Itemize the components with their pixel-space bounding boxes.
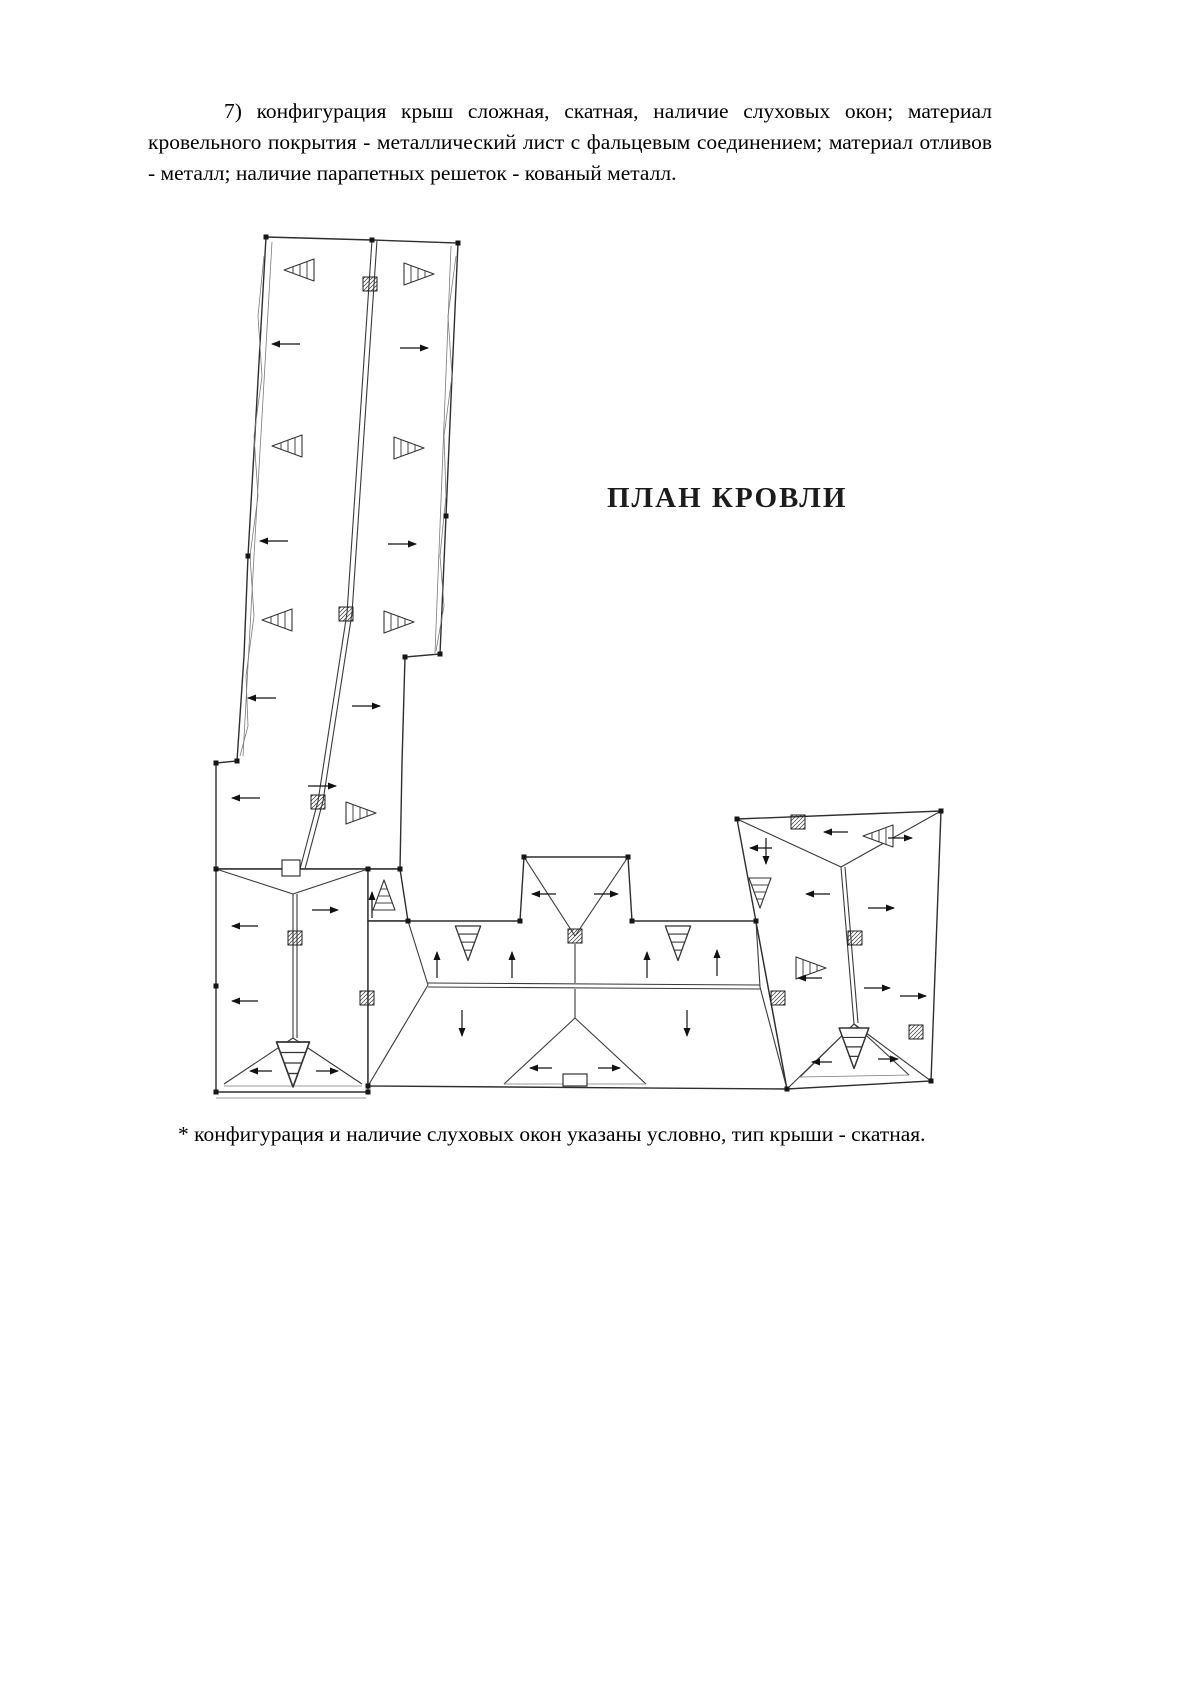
vent-shaft-icon: [362, 276, 378, 292]
vent-shaft-icon: [310, 794, 326, 810]
vent-shaft-icon: [908, 1024, 924, 1040]
vent-shaft-icon: [287, 930, 303, 946]
vent-shaft-icon: [359, 990, 375, 1006]
roof-plan-title: ПЛАН КРОВЛИ: [607, 482, 848, 514]
paragraph-roof-description: 7) конфигурация крыш сложная, скатная, н…: [148, 99, 992, 186]
footnote: * конфигурация и наличие слуховых окон у…: [178, 1122, 926, 1146]
north-wing-outline: [215, 236, 459, 870]
chimney-markers: [281, 276, 924, 1087]
vent-shaft-icon: [338, 606, 354, 622]
slope-arrows: [231, 340, 927, 1075]
vent-shaft-icon: [847, 930, 863, 946]
vent-shaft-icon: [567, 928, 583, 944]
roof-outlines: [215, 236, 942, 1093]
vent-shaft-icon: [790, 814, 806, 830]
roof-plan-drawing: [213, 234, 944, 1099]
south-wing-outline: [367, 856, 788, 1090]
chimney-rect: [281, 859, 301, 877]
vent-shaft-icon: [770, 990, 786, 1006]
chimney-rect: [562, 1073, 588, 1087]
